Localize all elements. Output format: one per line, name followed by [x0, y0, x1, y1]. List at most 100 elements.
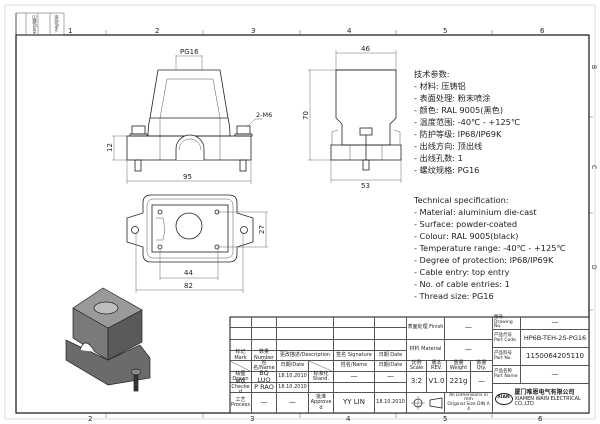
approved-name: YY LIN: [334, 393, 375, 413]
thread-callout: 2-M6: [256, 111, 272, 119]
dim-overall-label: 82: [184, 282, 193, 290]
label-checked: 审核 Checked: [230, 379, 252, 395]
spec-en-line: - Colour: RAL 9005(black): [414, 231, 518, 241]
label-stand: 标准化 Stand.: [309, 371, 334, 383]
row-label: D: [590, 265, 597, 270]
dim-width-label: 95: [183, 173, 192, 181]
rev-cell: [230, 340, 252, 351]
label-qty: 数量 Qty.: [471, 360, 493, 372]
empty-cell: [309, 383, 334, 393]
dims-note: All Dimensions in mm: [449, 392, 488, 403]
empty-cell: [334, 383, 375, 393]
company-logo: XIAN: [494, 392, 513, 405]
spec-chinese: 技术参数: - 材料: 压铸铝 - 表面处理: 粉末喷涂 - 颜色: RAL 9…: [414, 69, 520, 175]
company-name-cn: 厦门唯恩电气有限公司: [514, 389, 575, 397]
spec-en-line: - Thread size: PG16: [414, 291, 494, 301]
spec-cn-line: - 出线孔数: 1: [414, 153, 463, 163]
rev-cell: [277, 317, 334, 328]
spec-cn-line: - 螺纹规格: PG16: [414, 165, 479, 175]
drawn-name: BQ LUO: [252, 370, 277, 383]
rev-cell: [230, 328, 252, 340]
spec-cn-line: - 温度范围: -40℃ - +125℃: [414, 117, 520, 127]
label-finish: 表面处理 Finish: [407, 317, 445, 340]
rev-cell: [375, 317, 407, 328]
hdr-signature: 签名 Signature: [334, 351, 375, 361]
dim-height-label: 70: [302, 111, 310, 120]
part-name-value: —: [521, 366, 589, 384]
label-approved: 批准 Approved: [309, 393, 334, 413]
isometric-view: [65, 287, 151, 392]
col-label: 4: [347, 27, 352, 35]
col-label: 3: [250, 415, 254, 423]
hdr-date3: 日期/Date: [375, 361, 407, 372]
column-markers: 1 2 3 4 5 6 2 3 4 5 6 B C D: [68, 27, 597, 423]
diag-cell: [230, 361, 252, 372]
spec-en-title: Technical specification:: [413, 195, 509, 205]
notes-cell: All Dimensions in mm Original Size DIN A…: [445, 393, 493, 413]
row-label: C: [590, 165, 597, 169]
hdr-name: 姓名/Name: [252, 360, 277, 372]
hdr-date2: 日期/Date: [277, 361, 309, 372]
scale-value: 3:2: [407, 372, 427, 393]
spec-en-line: - Material: aluminium die-cast: [414, 207, 537, 217]
rev-cell: [252, 340, 277, 351]
qty-value: —: [471, 372, 493, 393]
process-date: —: [277, 393, 309, 413]
col-label: 2: [155, 27, 159, 35]
rev-value: V1.0: [427, 372, 447, 393]
spec-cn-title: 技术参数:: [414, 69, 450, 79]
dim-base-label: 53: [361, 182, 370, 190]
rev-cell: [230, 317, 252, 328]
col-label: 2: [88, 415, 92, 423]
label-process: 工艺 Process: [230, 393, 252, 413]
spec-cn-line: - 出线方向: 顶出线: [414, 141, 482, 151]
diag-cell: [309, 361, 334, 372]
label-part-name: 产品名称 Part Name: [493, 366, 521, 384]
spec-english: Technical specification: - Material: alu…: [413, 195, 566, 301]
rev-cell: [334, 317, 375, 328]
corner-revision-box: 日期/Date 修改/Rev.: [15, 12, 65, 36]
stand-name: —: [334, 372, 375, 383]
spec-en-line: - Temperature range: -40℃ - +125℃: [414, 243, 566, 253]
part-no-value: 1150064205110: [521, 348, 589, 366]
bolt-icon: [234, 125, 253, 172]
company-cell: XIAN 厦门唯恩电气有限公司 XIAMEN WAIN ELECTRICAL C…: [493, 384, 589, 413]
bolt-icon: [129, 125, 148, 172]
finish-value: —: [445, 317, 493, 340]
label-part-code: 产品代号 Part Code: [493, 330, 521, 348]
spec-en-line: - Surface: powder-coated: [414, 219, 517, 229]
row-label: B: [590, 65, 597, 69]
corner-label-date: 日期/Date: [32, 15, 38, 34]
weight-value: 221g: [447, 372, 471, 393]
col-label: 5: [443, 415, 447, 423]
dim-top-label: 46: [361, 45, 370, 53]
process-name: —: [252, 393, 277, 413]
col-label: 5: [443, 27, 447, 35]
rev-cell: [334, 340, 375, 351]
label-drawing-no: 图号 Drawing No.: [493, 315, 521, 330]
label-scale: 比例 Scale: [407, 360, 427, 372]
spec-en-line: - Degree of protection: IP68/IP69K: [414, 255, 554, 265]
spec-cn-line: - 防护等级: IP68/IP69K: [414, 129, 502, 139]
material-value: —: [445, 340, 493, 361]
drawing-no-value: —: [521, 317, 589, 330]
checked-date: 18.10.2010: [277, 383, 309, 393]
col-label: 6: [538, 415, 543, 423]
label-rev: 版本 REV.: [427, 360, 447, 372]
hdr-name2: 姓名/Name: [334, 361, 375, 372]
corner-label-rev: 修改/Rev.: [54, 15, 60, 33]
dim-hole-spacing-label: 44: [184, 269, 193, 277]
hdr-number: 数量 Number: [252, 350, 277, 361]
dim-thread-label: PG16: [180, 48, 199, 56]
size-note: Original Size DIN A 4: [447, 402, 490, 412]
rev-cell: [277, 340, 334, 351]
dim-depth-label: 27: [258, 225, 266, 234]
spec-en-line: - No. of cable entries: 1: [414, 279, 510, 289]
col-label: 3: [251, 27, 255, 35]
stand-date: —: [375, 372, 407, 383]
empty-cell: [375, 383, 407, 393]
label-weight: 重量 Weight: [447, 360, 471, 372]
dim-height-label: 12: [106, 143, 114, 152]
rev-cell: [252, 328, 277, 340]
spec-cn-line: - 表面处理: 粉末喷涂: [414, 93, 490, 103]
